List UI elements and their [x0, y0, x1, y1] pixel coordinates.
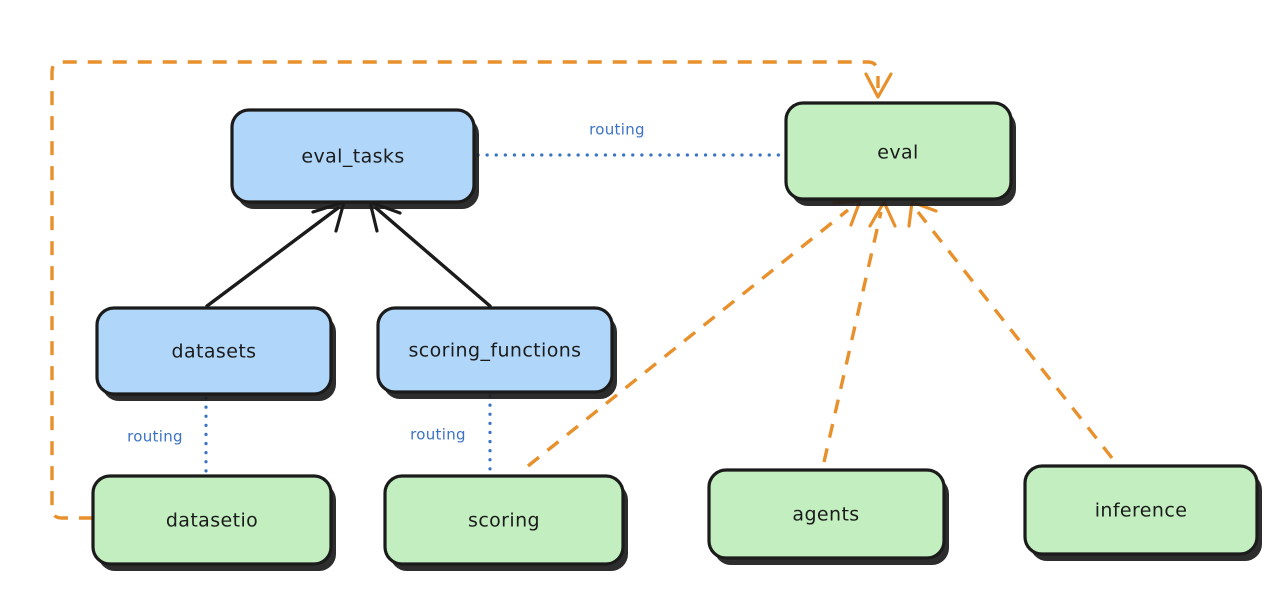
edge-label-scoring_functions-scoring: routing: [410, 426, 466, 444]
node-eval_tasks-label: eval_tasks: [301, 146, 404, 168]
nodes-group: eval_tasks eval datasets scoring_functio…: [91, 101, 1262, 571]
node-scoring-label: scoring: [468, 510, 540, 532]
edge-datasets-eval_tasks-path: [205, 206, 340, 308]
node-eval-label: eval: [877, 142, 918, 164]
edge-labels-group: routing routing routing: [127, 121, 645, 446]
solid-edges-group: [205, 200, 492, 308]
node-scoring-box: [383, 474, 625, 566]
edge-label-eval_tasks-eval: routing: [589, 121, 645, 139]
edge-datasets-eval_tasks[interactable]: [205, 200, 346, 308]
edge-datasetio-eval[interactable]: [50, 60, 893, 520]
node-agents-box: [707, 468, 946, 560]
node-scoring_functions-label: scoring_functions: [409, 340, 582, 362]
node-inference[interactable]: inference: [1023, 464, 1262, 561]
node-datasetio[interactable]: datasetio: [91, 474, 336, 571]
edge-agents-eval-path: [822, 211, 883, 463]
node-eval_tasks-box: [230, 108, 476, 204]
edge-scoring_functions-eval_tasks[interactable]: [368, 200, 492, 308]
node-inference-label: inference: [1095, 500, 1188, 522]
node-eval_tasks[interactable]: eval_tasks: [230, 108, 479, 209]
node-inference-box: [1023, 464, 1259, 556]
edge-scoring_functions-eval_tasks-path: [374, 206, 492, 308]
edge-datasetio-eval-path: [50, 60, 880, 520]
node-scoring_functions[interactable]: scoring_functions: [376, 306, 617, 399]
edge-agents-eval[interactable]: [822, 200, 897, 463]
routing-edges-group: [204, 153, 784, 474]
node-eval-box: [784, 101, 1013, 201]
edge-datasetio-eval-arrowhead: [864, 72, 893, 99]
node-agents-label: agents: [792, 504, 859, 526]
edge-scoring-eval-path: [526, 208, 850, 468]
node-datasets-box: [95, 306, 333, 396]
edge-label-datasets-datasetio: routing: [127, 428, 183, 446]
node-agents[interactable]: agents: [707, 468, 949, 565]
node-eval[interactable]: eval: [784, 101, 1016, 206]
node-scoring[interactable]: scoring: [383, 474, 628, 571]
edge-inference-eval-path: [916, 210, 1114, 460]
node-datasetio-label: datasetio: [166, 510, 258, 532]
edge-inference-eval[interactable]: [907, 200, 1114, 460]
node-scoring_functions-box: [376, 306, 614, 394]
node-datasets-label: datasets: [172, 341, 257, 363]
node-datasets[interactable]: datasets: [95, 306, 336, 401]
node-datasetio-box: [91, 474, 333, 566]
